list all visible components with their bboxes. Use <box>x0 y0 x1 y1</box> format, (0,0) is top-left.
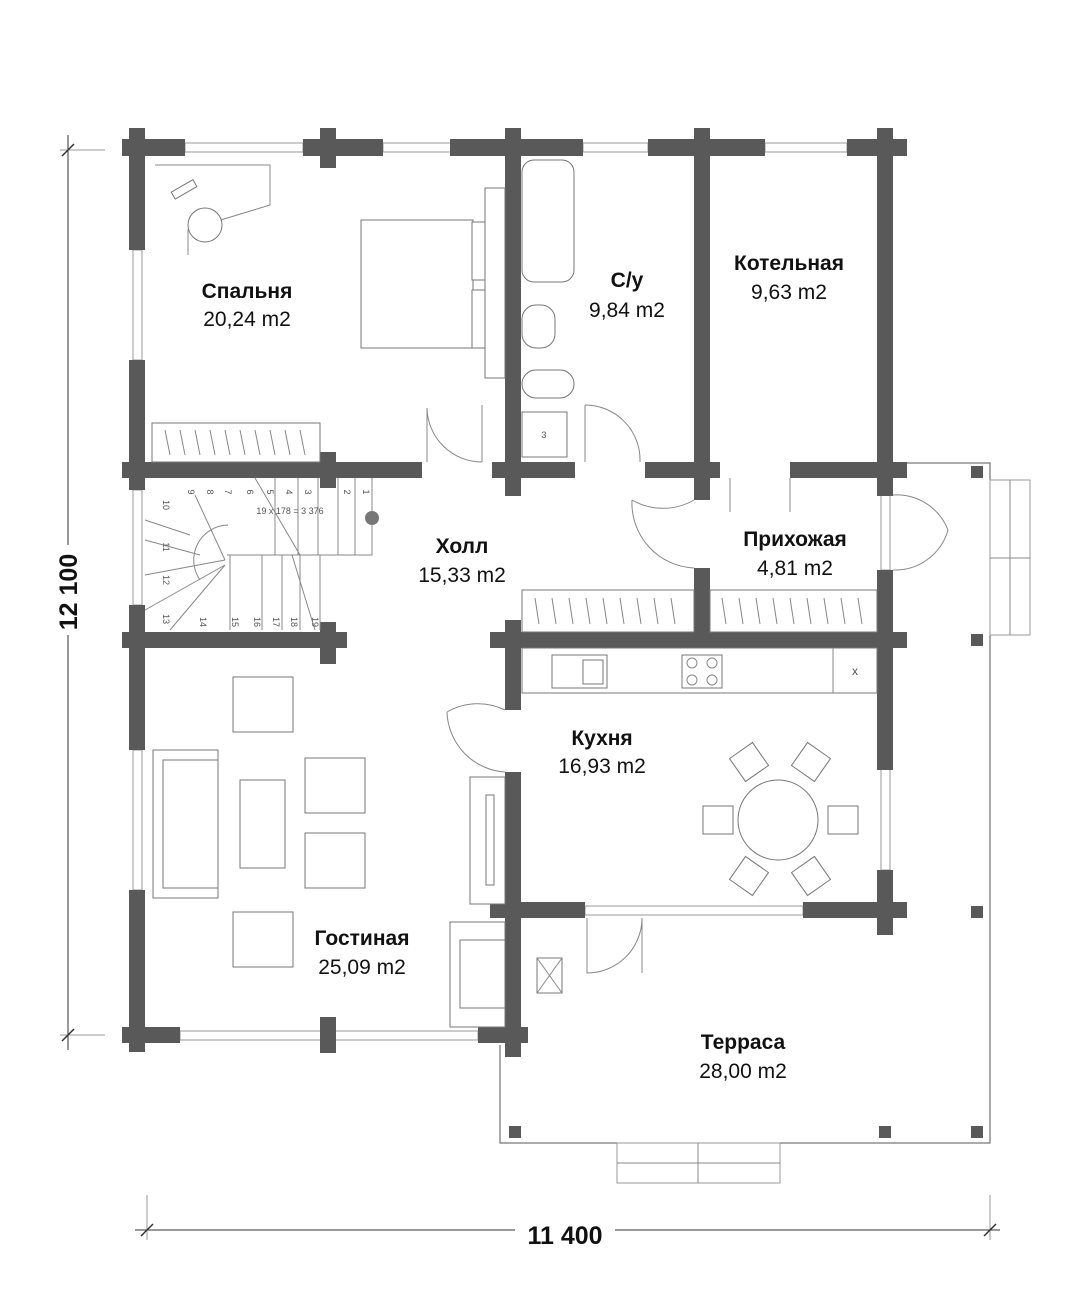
stair-step-number: 3 <box>303 489 313 494</box>
dim-height: 12 100 <box>55 554 83 630</box>
stair-step-number: 11 <box>161 542 171 551</box>
stair-step-number: 5 <box>265 489 275 494</box>
stair-step-number: 16 <box>252 617 262 627</box>
stair-step-number: 4 <box>284 489 294 494</box>
stair-step-number: 2 <box>342 489 352 494</box>
bath-mark: 3 <box>541 430 546 440</box>
room-name-living: Гостиная <box>315 927 410 950</box>
room-name-boiler: Котельная <box>734 252 844 275</box>
room-area-living: 25,09 m2 <box>318 956 406 979</box>
room-labels: Спальня 20,24 m2 С/у 9,84 m2 Котельная 9… <box>202 252 847 1083</box>
stair-step-number: 19 <box>310 617 320 627</box>
stair-label: 19 x 178 = 3 376 <box>256 506 323 516</box>
room-area-bedroom: 20,24 m2 <box>203 308 291 331</box>
stair-start-dot <box>365 511 379 525</box>
room-area-hall: 15,33 m2 <box>418 564 506 587</box>
dimension-vertical: 12 100 <box>55 135 105 1050</box>
dim-width: 11 400 <box>527 1222 602 1250</box>
terrace-outline <box>499 462 1031 1184</box>
room-name-entrance: Прихожая <box>743 528 847 551</box>
room-name-bedroom: Спальня <box>202 280 293 303</box>
terrace-posts <box>509 466 983 1138</box>
room-name-hall: Холл <box>436 535 489 558</box>
stair-step-number: 18 <box>289 617 299 627</box>
furniture: 3 x <box>151 159 878 1028</box>
stair-step-number: 15 <box>230 617 240 627</box>
kitchen-mark: x <box>852 664 858 678</box>
room-area-terrace: 28,00 m2 <box>699 1060 787 1083</box>
room-name-terrace: Терраса <box>701 1031 786 1054</box>
stair-step-number: 6 <box>245 489 255 494</box>
stair-step-number: 8 <box>205 489 215 494</box>
room-name-kitchen: Кухня <box>571 727 632 750</box>
stair-step-number: 10 <box>161 500 171 510</box>
room-area-boiler: 9,63 m2 <box>751 281 827 304</box>
stair-step-number: 14 <box>198 617 208 627</box>
room-area-entrance: 4,81 m2 <box>757 557 833 580</box>
dimension-horizontal: 11 400 <box>135 1195 1000 1250</box>
walls <box>122 128 907 1057</box>
stair-step-number: 17 <box>271 617 281 627</box>
stair-step-number: 9 <box>186 489 196 494</box>
stair-step-number: 13 <box>161 614 171 624</box>
stair-step-number: 7 <box>223 489 233 494</box>
room-area-kitchen: 16,93 m2 <box>558 755 646 778</box>
room-name-bathroom: С/у <box>611 269 644 292</box>
room-area-bathroom: 9,84 m2 <box>589 299 665 322</box>
stair-step-number: 1 <box>361 489 371 494</box>
stair-step-number: 12 <box>161 575 171 585</box>
doors <box>426 404 949 974</box>
